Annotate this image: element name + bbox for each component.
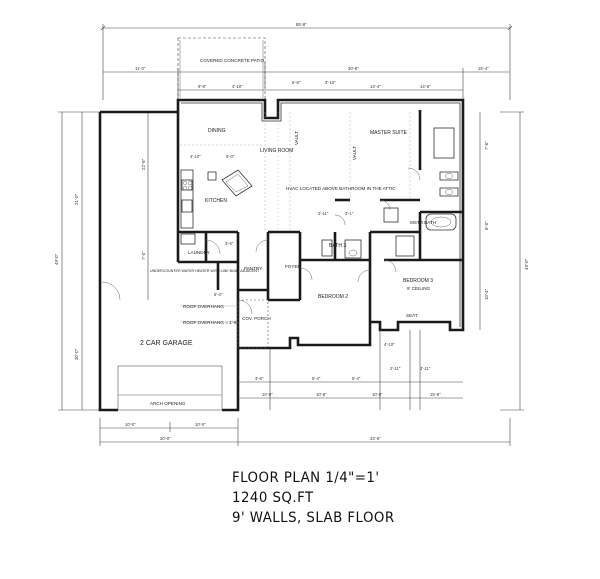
- right-dimension-lines: 49'-0" 7'-6" 8'-0" 10'-4": [479, 111, 529, 411]
- dim-d24: 10'-4": [484, 288, 489, 300]
- dim-d4: 5'-4": [312, 376, 321, 381]
- dim-d2: 10'-0": [195, 422, 206, 427]
- dim-d9b: 4'-10": [190, 154, 201, 159]
- dim-d19: 7'-6": [484, 141, 489, 150]
- garage-depth-dim: 30'-0": [74, 348, 79, 360]
- garage-width-dim: 30'-0": [160, 436, 171, 441]
- overall-width-label: 85'-8": [296, 22, 307, 27]
- top-dimension-lines: 85'-8" 11'-0" 30'-8" 15'-4" 9'-8" 4'-10"…: [100, 22, 513, 100]
- dim-d12: 13'-4": [370, 84, 381, 89]
- roof-overhang-label: ROOF OVERHANG: [183, 304, 224, 309]
- door-swings: [205, 167, 421, 315]
- dim-d14: 2'-11": [318, 211, 329, 216]
- dim-d9: 4'-10": [232, 84, 243, 89]
- plan-construction-note: 9' WALLS, SLAB FLOOR: [232, 510, 395, 526]
- patio-width-dim: 30'-8": [348, 66, 359, 71]
- dim-d15: 3'-1": [345, 211, 354, 216]
- roof-overhang2-label: ROOF OVERHANG = 1'-6": [183, 320, 239, 325]
- dim-d4c: 5'-4": [352, 376, 361, 381]
- master-label: MASTER SUITE: [370, 130, 408, 136]
- vault-lines: [180, 112, 411, 230]
- dim-d3: 3'-6": [225, 241, 234, 246]
- interior-walls: [176, 110, 463, 322]
- dim-d11: 3'-10": [325, 80, 336, 85]
- overall-depth-dim: 49'-0": [54, 253, 59, 265]
- dim-d20: 2'-11": [390, 366, 401, 371]
- bedroom3-note: 9' CEILING: [407, 286, 431, 291]
- exterior-walls: [98, 98, 465, 412]
- bottom-dimension-lines: 3'-6" 5'-4" 5'-4" 10'-0" 10'-8" 10'-8" 1…: [99, 376, 511, 446]
- seat-label: SEAT: [406, 313, 418, 318]
- dim-d1c: 10'-0": [262, 392, 273, 397]
- dim-d4b: 5'-4": [214, 292, 223, 297]
- foyer-label: FOYER: [285, 264, 302, 269]
- left-offset-dim: 11'-0": [135, 66, 146, 71]
- right-seg-dim: 15'-4": [478, 66, 489, 71]
- mstr-bath-label: MSTR BATH: [410, 220, 436, 225]
- dim-d8: 9'-8": [198, 84, 207, 89]
- laundry-label: LAUNDRY: [188, 250, 210, 255]
- living-label: LIVING ROOM: [260, 148, 293, 154]
- kitchen-label: KITCHEN: [205, 198, 227, 204]
- dim-d18: 8'-0": [484, 221, 489, 230]
- right-depth-dim: 49'-0": [524, 258, 529, 270]
- dim-d6: 15'-8": [430, 392, 441, 397]
- dim-d7: 22'-8": [141, 158, 146, 170]
- vault2-label: VAULT: [352, 146, 357, 160]
- bath-fixtures: [321, 127, 459, 259]
- dining-label: DINING: [208, 128, 226, 134]
- porch-label: COV. PORCH: [242, 316, 271, 321]
- garage: 2 CAR GARAGE ARCH OPENING ROOF OVERHANG …: [101, 269, 260, 411]
- dim-d5: 10'-8": [316, 392, 327, 397]
- covered-patio: COVERED CONCRETE PATIO: [177, 37, 266, 101]
- kitchen-fixtures: [180, 169, 253, 245]
- title-block: FLOOR PLAN 1/4"=1' 1240 SQ.FT 9' WALLS, …: [232, 468, 482, 528]
- plan-area: 1240 SQ.FT: [232, 490, 314, 506]
- garage-label: 2 CAR GARAGE: [140, 340, 193, 347]
- dim-d17: 5'-0": [226, 154, 235, 159]
- vault1-label: VAULT: [294, 131, 299, 145]
- dim-d5b: 10'-8": [372, 392, 383, 397]
- pantry-label: PANTRY: [244, 266, 262, 271]
- dim-d22: 4'-10": [384, 342, 395, 347]
- dim-d13: 14'-5": [420, 84, 431, 89]
- left-dimension-lines: 49'-0" 21'-0" 30'-0" 22'-8" 7'-0": [54, 111, 149, 411]
- covered-porch: COV. PORCH: [237, 299, 271, 349]
- arch-opening-label: ARCH OPENING: [150, 401, 186, 406]
- plan-scale-title: FLOOR PLAN 1/4"=1': [232, 470, 380, 486]
- dim-d10: 5'-6": [292, 80, 301, 85]
- dim-d16: 7'-0": [141, 251, 146, 260]
- dim-d21: 3'-11": [420, 366, 431, 371]
- house-width-dim: 33'-6": [370, 436, 381, 441]
- dim-d1: 10'-0": [125, 422, 136, 427]
- interior-dimensions: 4'-10" 5'-0" 3'-6" 2'-11" 3'-1" 2'-11" 3…: [190, 154, 431, 371]
- hvac-label: HVAC LOCATED ABOVE BATHROOM IN THE ATTIC: [286, 186, 396, 191]
- bedroom3-label: BEDROOM 3: [403, 278, 433, 284]
- bath3-label: BATH 3: [329, 243, 346, 249]
- bedroom2-label: BEDROOM 2: [318, 294, 348, 300]
- dim-d3b: 3'-6": [255, 376, 264, 381]
- water-heater-note: UNDERCOUNTER WATER HEATER WITH LINE BUIL…: [150, 269, 260, 273]
- room-labels: DINING LIVING ROOM KITCHEN MASTER SUITE …: [188, 128, 436, 318]
- patio-label: COVERED CONCRETE PATIO: [200, 58, 265, 63]
- dim-d25: 21'-0": [74, 193, 79, 205]
